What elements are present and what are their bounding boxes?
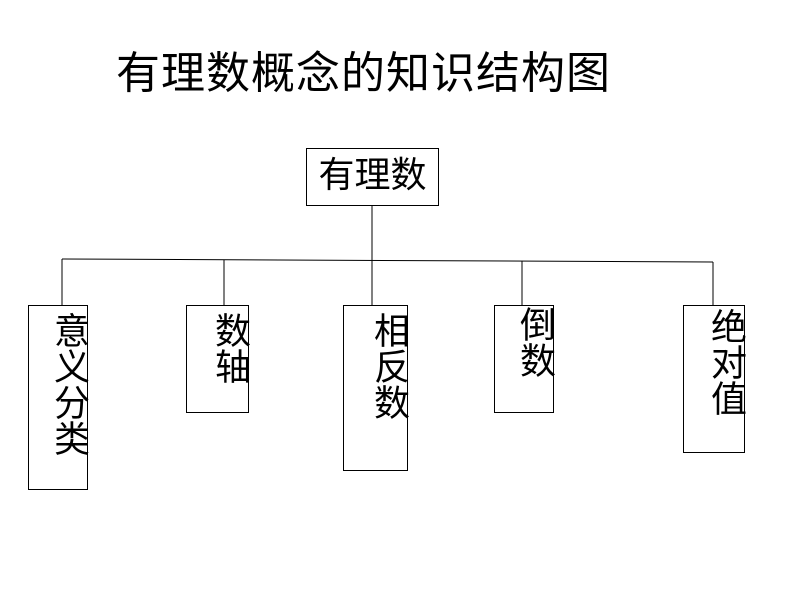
child-node-label: 绝对值 xyxy=(705,308,746,416)
root-node-label: 有理数 xyxy=(318,155,427,196)
page-title: 有理数概念的知识结构图 xyxy=(116,48,611,99)
child-node-opposite: 相反数 xyxy=(343,305,409,471)
child-node-label: 意义分类 xyxy=(48,312,89,456)
horizontal-bus-line xyxy=(61,258,714,263)
child-node-absolute: 绝对值 xyxy=(683,305,746,453)
root-node: 有理数 xyxy=(306,148,439,206)
child-node-label: 倒数 xyxy=(514,306,555,378)
child-node-label: 数轴 xyxy=(209,312,250,384)
child-node-numberline: 数轴 xyxy=(186,305,250,413)
child-node-label: 相反数 xyxy=(368,312,409,420)
child-node-reciprocal: 倒数 xyxy=(494,305,555,413)
child-node-meaning: 意义分类 xyxy=(28,305,89,490)
